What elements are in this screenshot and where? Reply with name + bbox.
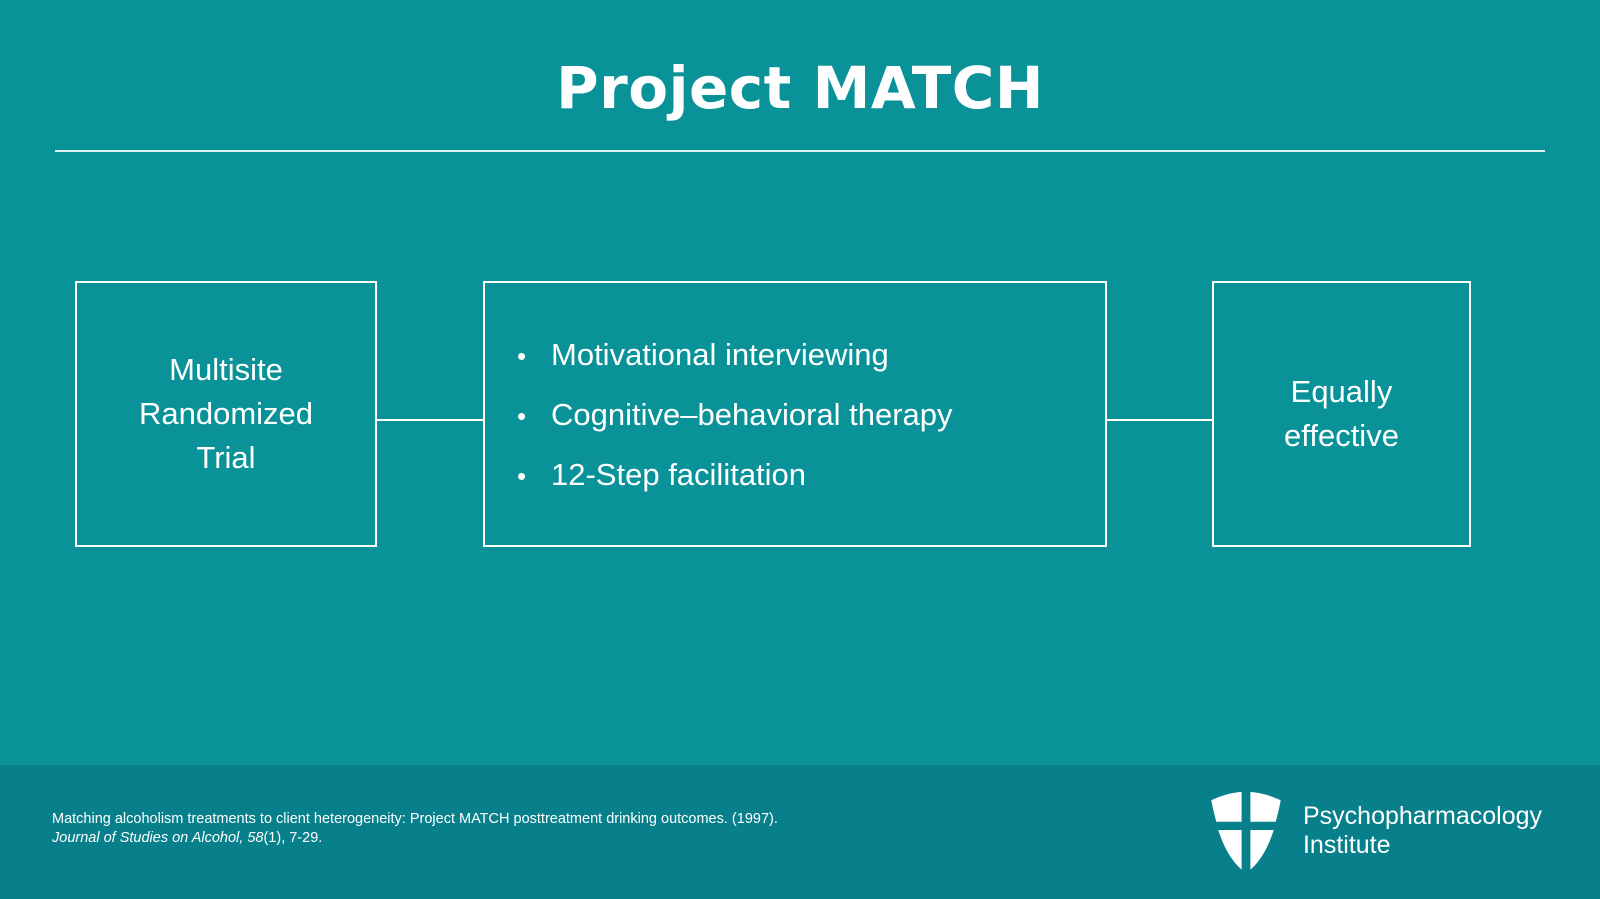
diagram-node-middle: • Motivational interviewing • Cognitive–…	[483, 281, 1107, 547]
list-item-label: Cognitive–behavioral therapy	[551, 396, 953, 432]
citation-line-1: Matching alcoholism treatments to client…	[52, 811, 778, 827]
list-item-label: Motivational interviewing	[551, 336, 889, 372]
connector-left	[377, 419, 485, 421]
page-title: Project MATCH	[556, 54, 1044, 122]
shield-logo-icon	[1211, 791, 1281, 870]
title-divider	[55, 150, 1545, 152]
citation-tail: (1), 7-29.	[263, 830, 323, 847]
citation-line-2: Journal of Studies on Alcohol, 58(1), 7-…	[52, 829, 778, 848]
list-item: • Cognitive–behavioral therapy	[517, 399, 1105, 430]
diagram-node-right: Equally effective	[1212, 281, 1471, 547]
list-item: • Motivational interviewing	[517, 339, 1105, 370]
list-item-label: 12-Step facilitation	[551, 456, 807, 492]
citation-journal: Journal of Studies on Alcohol, 58	[52, 830, 264, 847]
title-area: Project MATCH	[0, 58, 1600, 119]
diagram-node-left: Multisite Randomized Trial	[75, 281, 377, 547]
process-diagram: Multisite Randomized Trial • Motivationa…	[0, 281, 1600, 551]
bullet-dot-icon: •	[517, 460, 527, 491]
footer-bar: Matching alcoholism treatments to client…	[0, 765, 1600, 899]
citation: Matching alcoholism treatments to client…	[52, 810, 778, 848]
list-item: • 12-Step facilitation	[517, 459, 1105, 490]
diagram-node-right-label: Equally effective	[1284, 373, 1399, 453]
connector-right	[1107, 419, 1214, 421]
brand-logo: Psychopharmacology Institute	[1207, 789, 1542, 873]
bullet-dot-icon: •	[517, 340, 527, 371]
diagram-node-left-label: Multisite Randomized Trial	[138, 351, 314, 475]
bullet-dot-icon: •	[517, 400, 527, 431]
treatment-bullet-list: • Motivational interviewing • Cognitive–…	[517, 339, 1105, 490]
brand-logo-text: Psychopharmacology Institute	[1302, 801, 1542, 860]
